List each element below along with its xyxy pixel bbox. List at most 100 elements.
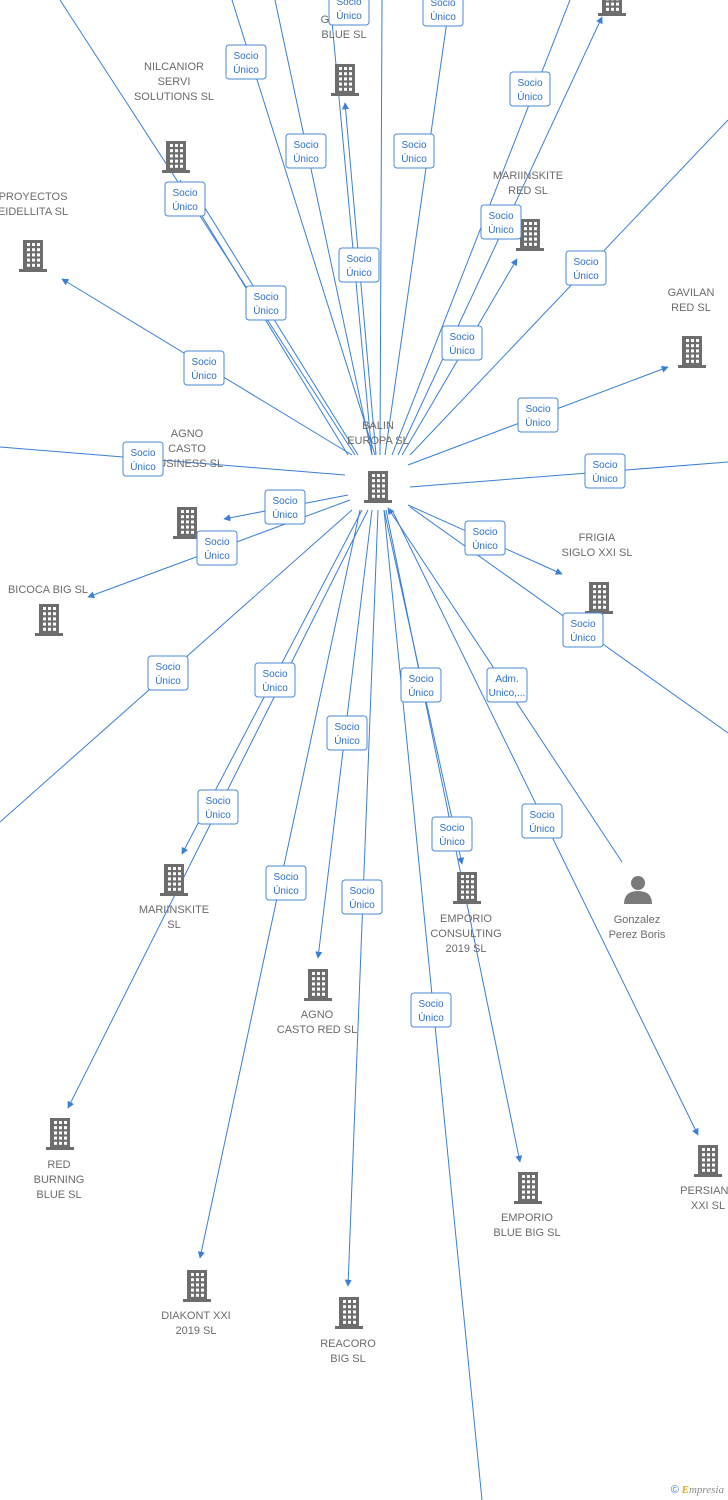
- edge-line: [384, 0, 451, 456]
- node-top-right[interactable]: [598, 0, 626, 16]
- relation-badge[interactable]: Adm.Unico,...: [486, 667, 528, 703]
- badge-text: Adm.Unico,...: [489, 674, 526, 699]
- node-gavilan-blue[interactable]: GAVILANBLUE SL: [321, 14, 368, 96]
- building-icon: [46, 1118, 74, 1150]
- building-icon: [335, 1297, 363, 1329]
- bicoca-big-label: BICOCA BIG SL: [8, 584, 88, 596]
- building-icon: [162, 141, 190, 173]
- node-bicoca-big[interactable]: BICOCA BIG SL: [8, 584, 88, 636]
- node-persiana[interactable]: PERSIANAXXI SL: [680, 1145, 728, 1212]
- building-icon: [598, 0, 626, 16]
- building-icon: [183, 1270, 211, 1302]
- edge-line: [59, 0, 356, 456]
- building-icon: [514, 1172, 542, 1204]
- edge-line: [409, 119, 728, 456]
- building-icon: [35, 604, 63, 636]
- brand-name: mpresia: [688, 1484, 724, 1496]
- copyright-symbol: ©: [670, 1484, 679, 1496]
- edge-line: [379, 0, 383, 456]
- building-icon: [453, 872, 481, 904]
- building-icon: [694, 1145, 722, 1177]
- edge-line: [199, 199, 359, 456]
- building-icon: [678, 336, 706, 368]
- brand-initial: E: [681, 1484, 689, 1496]
- building-icon: [331, 64, 359, 96]
- building-icon: [516, 219, 544, 251]
- persiana-label: PERSIANAXXI SL: [680, 1185, 728, 1212]
- edge-line: [409, 461, 728, 488]
